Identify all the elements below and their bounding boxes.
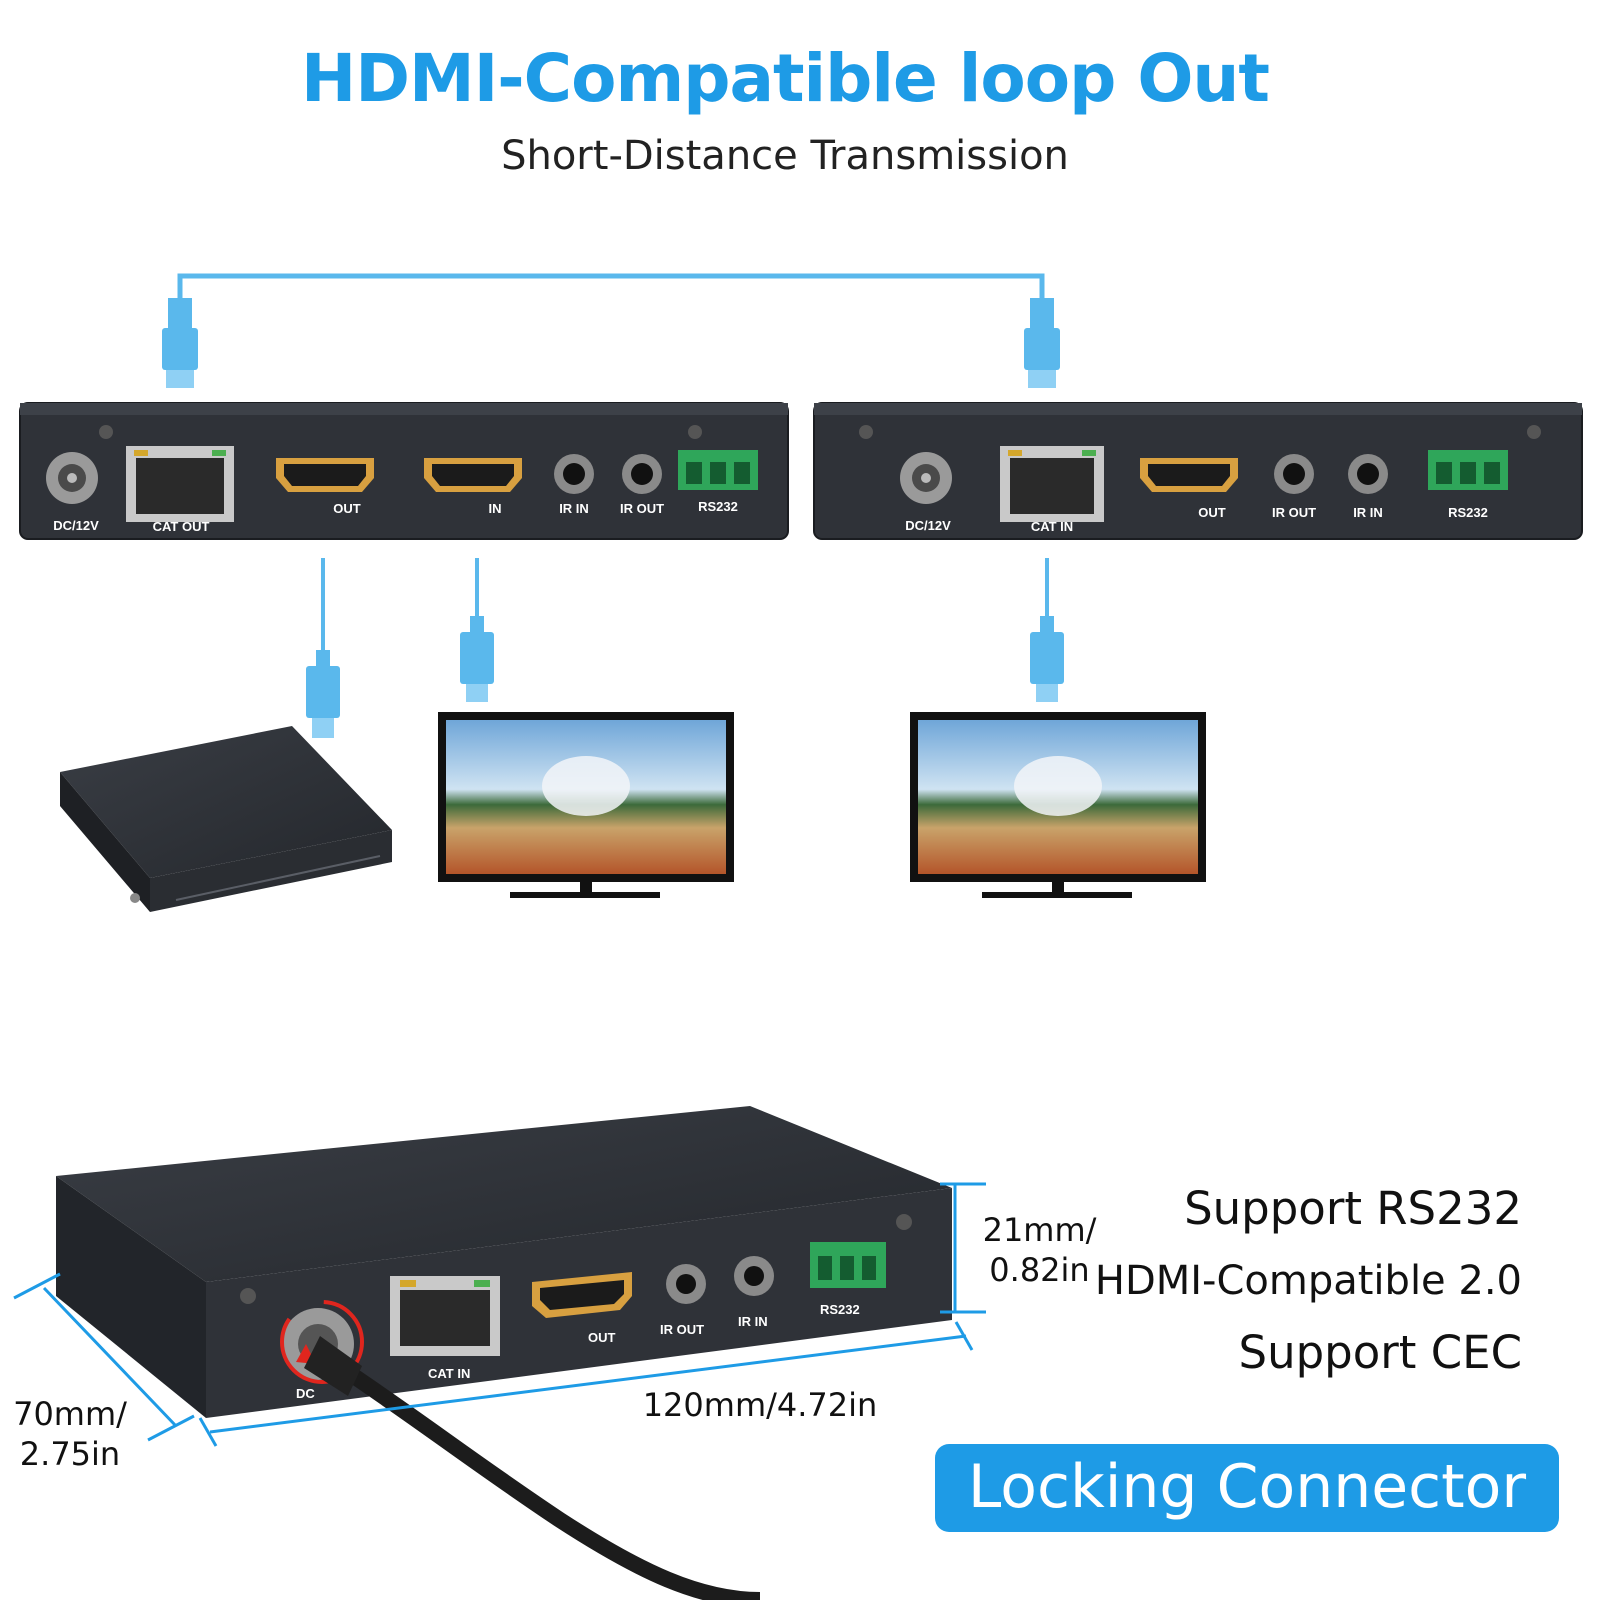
feature-hdmi-2-0: HDMI-Compatible 2.0 [1094, 1258, 1522, 1304]
port-label-hdmi-out: OUT [333, 501, 361, 516]
port-label-rs232: RS232 [1448, 505, 1488, 520]
screw-icon [896, 1214, 912, 1230]
ir-out-jack [666, 1264, 706, 1304]
rj45-port-cat-in [1000, 446, 1104, 522]
dimension-width-label: 120mm/4.72in [642, 1386, 878, 1424]
port-label-hdmi-in: IN [489, 501, 502, 516]
rj45-plug-right [1024, 298, 1060, 388]
dimension-depth-label: 70mm/ 2.75in [13, 1395, 127, 1473]
screw-icon [859, 425, 873, 439]
port-label-ir-out: IR OUT [1272, 505, 1316, 520]
ir-out-jack [622, 454, 662, 494]
rs232-terminal-block [678, 450, 758, 490]
port-label-cat-in: CAT IN [1031, 519, 1073, 534]
port-label-dc: DC/12V [905, 518, 951, 533]
hdmi-port-out [532, 1272, 632, 1318]
rs232-terminal-block [810, 1242, 886, 1288]
tv-local-icon [438, 712, 734, 898]
feature-rs232: Support RS232 [1184, 1182, 1522, 1235]
port-label-ir-in: IR IN [1353, 505, 1383, 520]
page-title: HDMI-Compatible loop Out [301, 40, 1270, 117]
hdmi-port-out [1140, 458, 1238, 492]
dc-power-jack [900, 452, 952, 504]
dimension-lines [13, 1182, 986, 1447]
ir-in-jack [1348, 454, 1388, 494]
port-label-cat-out: CAT OUT [153, 519, 210, 534]
port-label-cat-in: CAT IN [428, 1366, 470, 1381]
hdmi-port-in [424, 458, 522, 492]
dimension-height-label: 21mm/ 0.82in [982, 1211, 1097, 1289]
rj45-port-cat-out [126, 446, 234, 522]
port-label-dc: DC/12V [53, 518, 99, 533]
port-label-dc: DC [296, 1386, 315, 1401]
rj45-port-cat-in [390, 1276, 500, 1356]
locking-connector-badge: Locking Connector [935, 1444, 1559, 1532]
feature-cec: Support CEC [1238, 1326, 1522, 1379]
port-label-ir-in: IR IN [738, 1314, 768, 1329]
screw-icon [99, 425, 113, 439]
network-cable [162, 273, 1060, 388]
dc-power-jack [46, 452, 98, 504]
screw-icon [240, 1288, 256, 1304]
receiver-unit: DC/12V CAT IN OUT IR OUT IR IN RS232 [813, 402, 1583, 540]
port-label-rs232: RS232 [698, 499, 738, 514]
port-label-hdmi-out: OUT [1198, 505, 1226, 520]
rs232-terminal-block [1428, 450, 1508, 490]
port-label-hdmi-out: OUT [588, 1330, 616, 1345]
locking-plug [304, 1336, 362, 1396]
port-label-ir-out: IR OUT [660, 1322, 704, 1337]
source-player-icon [60, 726, 392, 912]
hdmi-port-out [276, 458, 374, 492]
ir-in-jack [554, 454, 594, 494]
ir-in-jack [734, 1256, 774, 1296]
hdmi-cable-source [306, 558, 340, 738]
port-label-rs232: RS232 [820, 1302, 860, 1317]
tv-remote-icon [910, 712, 1206, 898]
page-subtitle: Short-Distance Transmission [501, 133, 1069, 179]
ir-out-jack [1274, 454, 1314, 494]
hdmi-cable-remote-tv [1030, 558, 1064, 702]
hdmi-cable-local-tv [460, 558, 494, 702]
rj45-plug-left [162, 298, 198, 388]
transmitter-unit: DC/12V CAT OUT OUT IN IR IN IR OUT RS232 [19, 402, 789, 540]
port-label-ir-in: IR IN [559, 501, 589, 516]
screw-icon [688, 425, 702, 439]
screw-icon [1527, 425, 1541, 439]
product-photo: DC CAT IN OUT IR OUT IR IN RS232 [56, 1106, 952, 1600]
port-label-ir-out: IR OUT [620, 501, 664, 516]
